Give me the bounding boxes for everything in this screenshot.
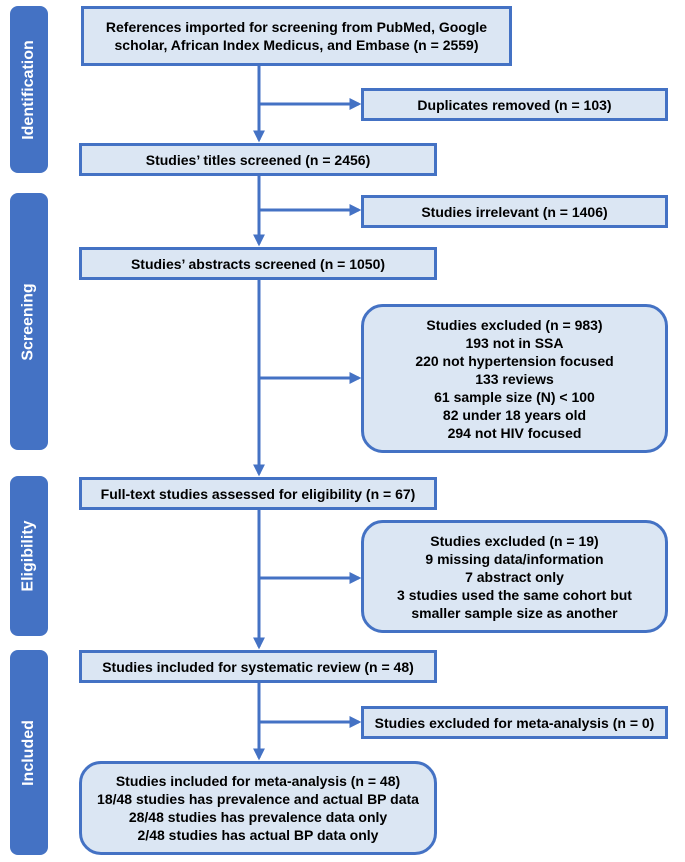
excluded-eligibility-line: Studies excluded (n = 19) xyxy=(430,532,599,549)
studies-irrelevant-box: Studies irrelevant (n = 1406) xyxy=(361,195,668,228)
excluded-eligibility-line: 7 abstract only xyxy=(465,568,564,585)
records-imported-box: References imported for screening from P… xyxy=(81,6,512,66)
meta-analysis-line: 28/48 studies has prevalence data only xyxy=(128,809,388,825)
excluded-eligibility-line: 3 studies used the same cohort but xyxy=(397,586,632,603)
titles-screened-box: Studies’ titles screened (n = 2456) xyxy=(79,143,437,176)
meta-analysis-line: 2/48 studies has actual BP data only xyxy=(137,827,379,843)
phase-included: Included xyxy=(10,650,48,855)
excluded-meta-box: Studies excluded for meta-analysis (n = … xyxy=(361,706,668,739)
records-imported-line: scholar, African Index Medicus, and Emba… xyxy=(114,37,479,53)
systematic-review-line: Studies included for systematic review (… xyxy=(102,658,414,675)
excluded-screening-box: Studies excluded (n = 983)193 not in SSA… xyxy=(361,304,668,453)
systematic-review-box: Studies included for systematic review (… xyxy=(79,650,437,683)
duplicates-removed-box: Duplicates removed (n = 103) xyxy=(361,88,668,121)
titles-screened-line: Studies’ titles screened (n = 2456) xyxy=(145,151,371,168)
phase-identification: Identification xyxy=(10,6,48,173)
excluded-screening-line: 82 under 18 years old xyxy=(442,406,587,423)
meta-analysis-line: Studies included for meta-analysis (n = … xyxy=(115,773,401,789)
excluded-eligibility-line: 9 missing data/information xyxy=(425,550,604,567)
excluded-screening-line: Studies excluded (n = 983) xyxy=(426,316,603,333)
records-imported-line: References imported for screening from P… xyxy=(105,19,488,35)
excluded-screening-line: 220 not hypertension focused xyxy=(415,352,614,369)
excluded-meta-line: Studies excluded for meta-analysis (n = … xyxy=(374,714,655,731)
excluded-screening-line: 294 not HIV focused xyxy=(447,424,582,441)
excluded-eligibility-line: smaller sample size as another xyxy=(411,604,618,621)
studies-irrelevant-line: Studies irrelevant (n = 1406) xyxy=(421,203,608,220)
fulltext-assessed-box: Full-text studies assessed for eligibili… xyxy=(79,477,437,510)
excluded-screening-line: 133 reviews xyxy=(475,370,554,387)
phase-eligibility: Eligibility xyxy=(10,476,48,636)
excluded-screening-line: 61 sample size (N) < 100 xyxy=(434,388,595,405)
phase-screening: Screening xyxy=(10,193,48,450)
duplicates-removed-line: Duplicates removed (n = 103) xyxy=(417,96,612,113)
excluded-eligibility-box: Studies excluded (n = 19)9 missing data/… xyxy=(361,520,668,633)
abstracts-screened-box: Studies’ abstracts screened (n = 1050) xyxy=(79,247,437,280)
abstracts-screened-line: Studies’ abstracts screened (n = 1050) xyxy=(130,255,386,272)
fulltext-assessed-line: Full-text studies assessed for eligibili… xyxy=(100,485,416,502)
excluded-screening-line: 193 not in SSA xyxy=(465,334,564,351)
meta-analysis-line: 18/48 studies has prevalence and actual … xyxy=(97,791,419,807)
meta-analysis-box: Studies included for meta-analysis (n = … xyxy=(79,761,437,855)
